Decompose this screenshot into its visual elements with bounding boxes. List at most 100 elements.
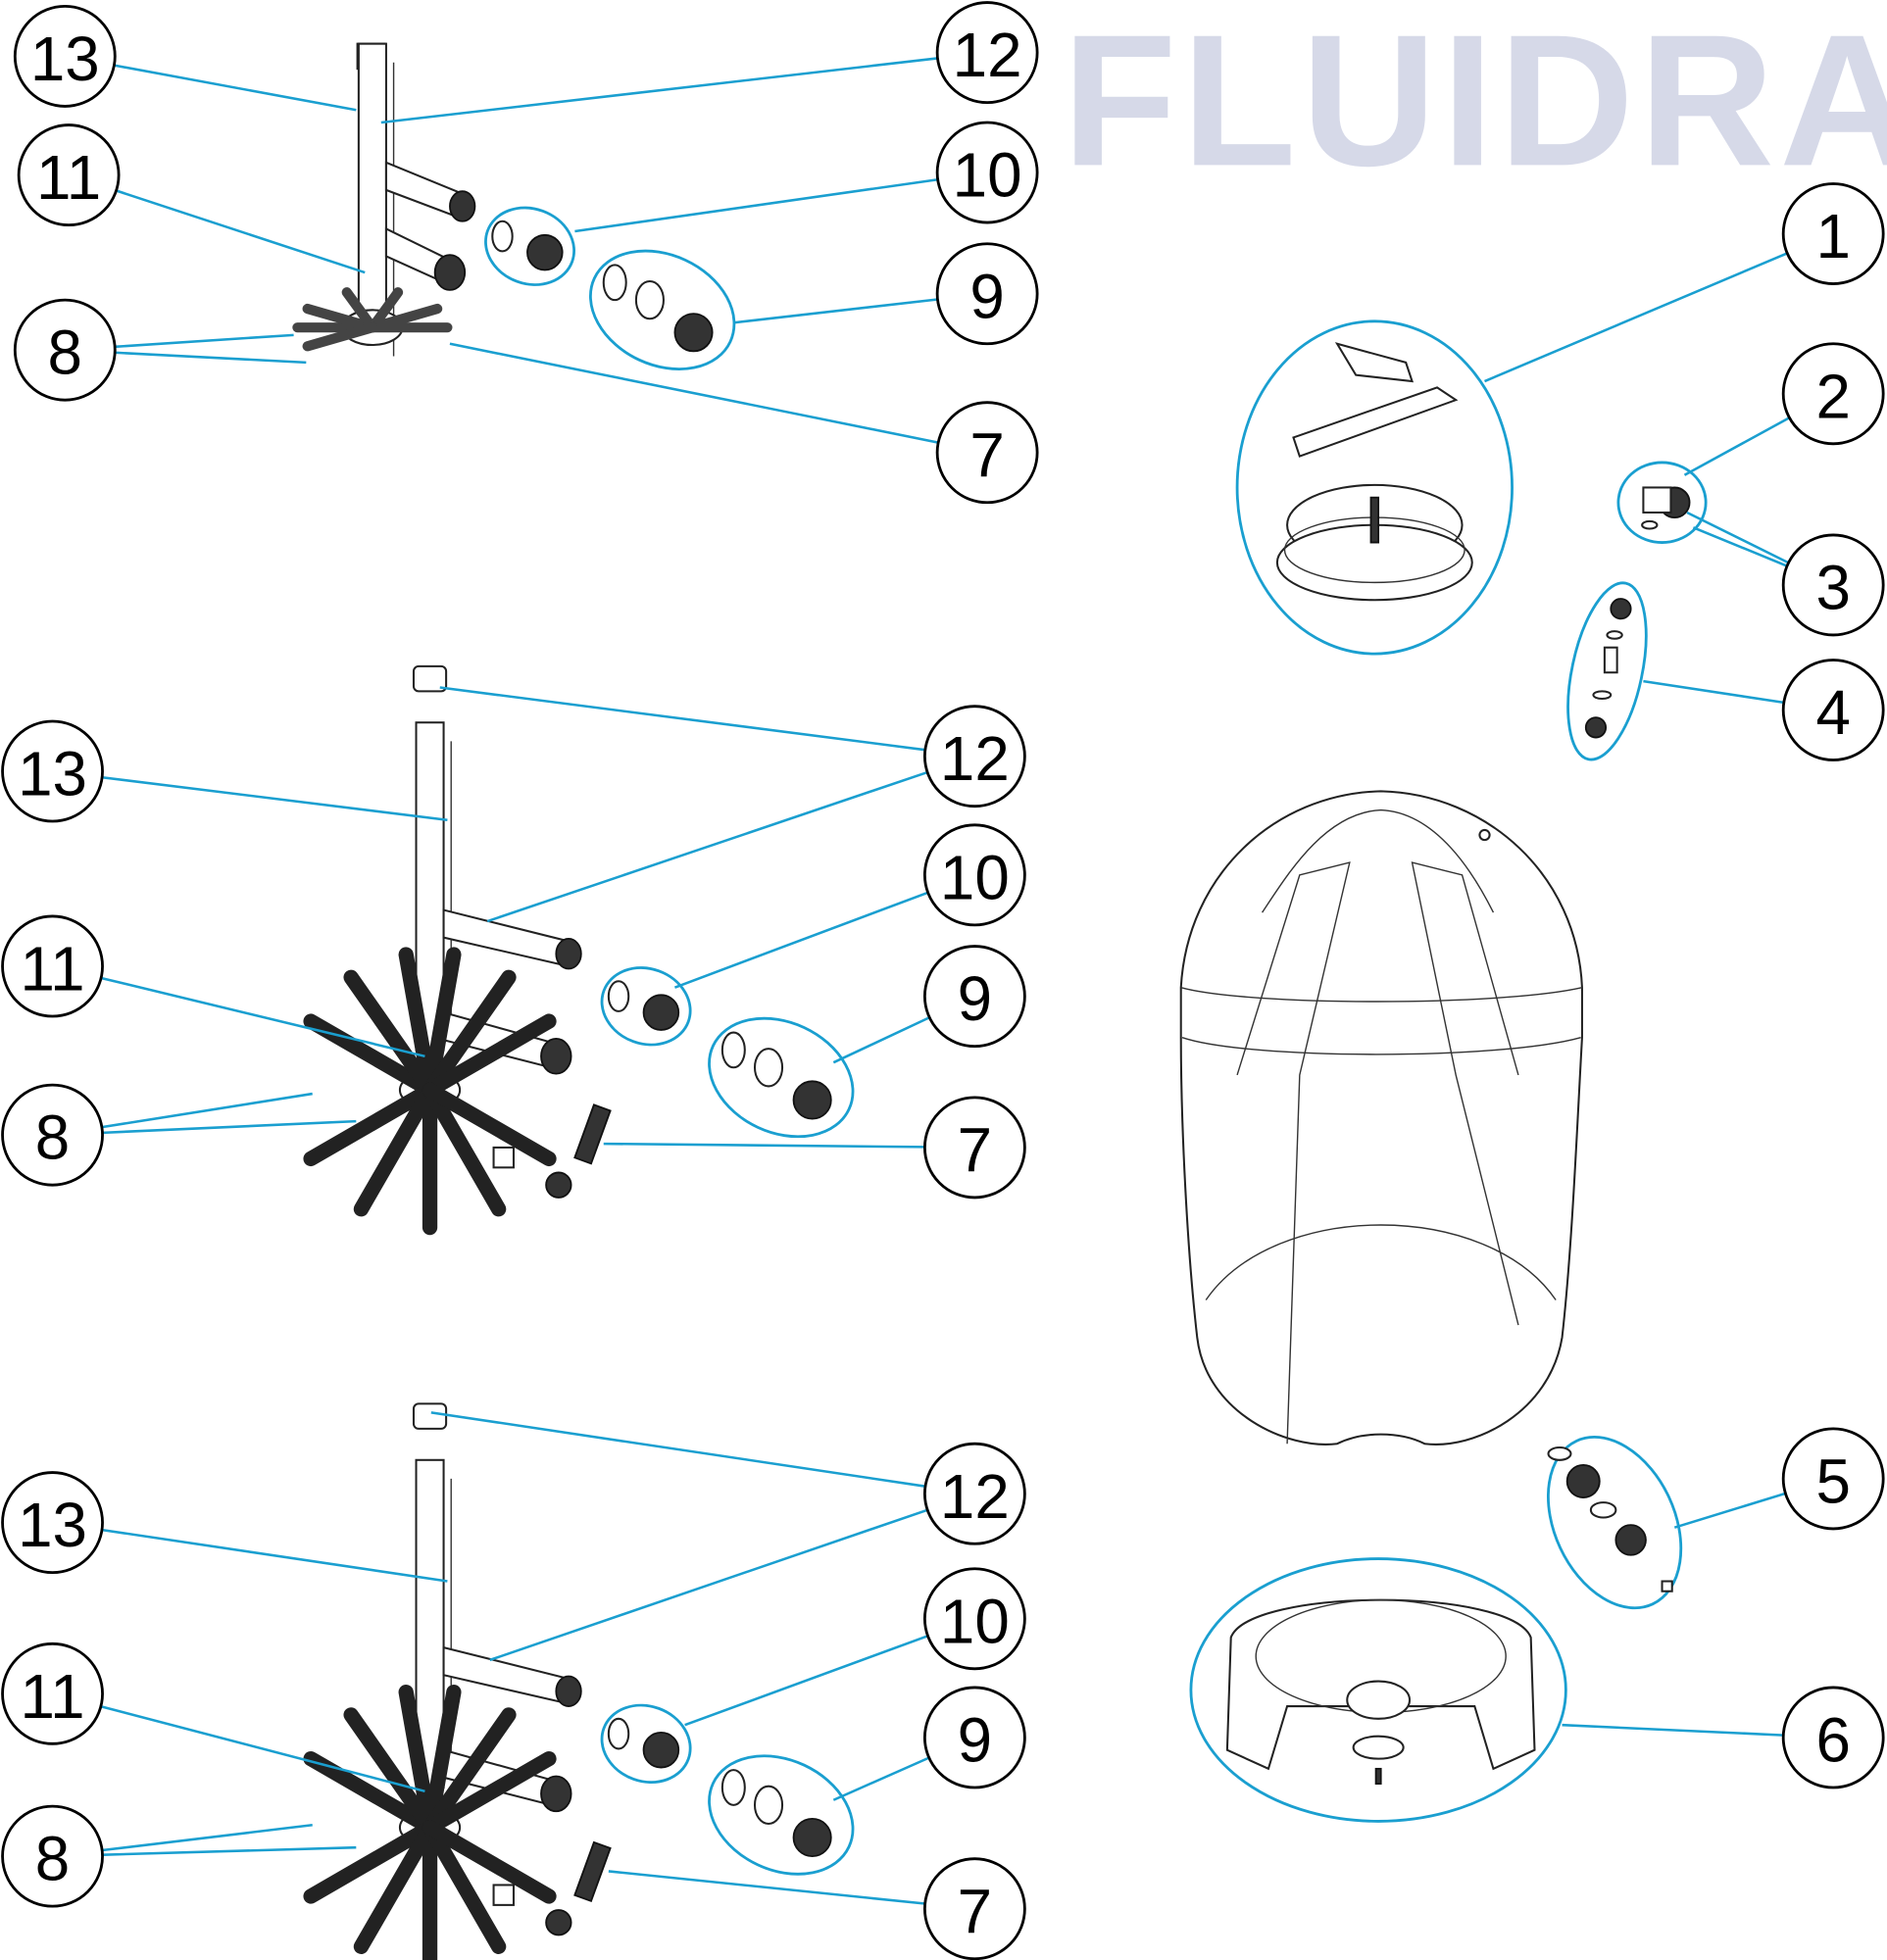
callout-11: 11 (17, 123, 121, 226)
callout-circle (13, 298, 117, 402)
callout-13: 13 (1, 719, 104, 823)
callout-number: 10 (953, 140, 1022, 211)
callout-circle (1, 1642, 104, 1745)
diffuser-assembly-top (292, 42, 736, 371)
callout-11: 11 (1, 914, 104, 1018)
lateral-pipe (422, 947, 462, 1098)
callout-number: 13 (30, 24, 100, 94)
callout-3: 3 (1781, 533, 1885, 637)
lateral-pipe (303, 1750, 438, 1836)
lateral-pipe (303, 1820, 438, 1904)
callout-circle (1781, 1686, 1885, 1789)
callout-number: 7 (969, 419, 1004, 490)
callout-circle (922, 1096, 1026, 1200)
leader-line-8 (102, 1823, 313, 1852)
callout-circle (935, 121, 1039, 224)
callout-number: 8 (35, 1102, 70, 1173)
leader-line-12 (430, 1411, 926, 1488)
callout-number: 7 (958, 1114, 992, 1185)
callout-circle (922, 1686, 1026, 1789)
callout-circle (1781, 533, 1885, 637)
callout-number: 1 (1815, 201, 1850, 271)
callout-circle (935, 401, 1039, 505)
valve-parts (1547, 1436, 1683, 1610)
callout-circle (922, 705, 1026, 808)
callout-circle (1781, 182, 1885, 285)
leader-line-12 (439, 686, 925, 752)
callout-circle (922, 1857, 1026, 1960)
leader-line-10 (574, 177, 938, 233)
callout-number: 9 (969, 261, 1004, 331)
callout-number: 4 (1815, 677, 1850, 748)
leader-line-13 (101, 775, 448, 822)
callout-number: 12 (940, 1461, 1010, 1532)
lateral-pipe (422, 1082, 507, 1217)
leader-line-8 (115, 351, 307, 365)
leader-line-13 (101, 1528, 448, 1583)
callout-10: 10 (935, 121, 1039, 224)
lid-assembly (1235, 319, 1514, 656)
lateral-assembly-bottom (303, 1402, 855, 1960)
callout-number: 2 (1815, 361, 1850, 431)
lateral-pipe (398, 947, 438, 1098)
callout-10: 10 (922, 1567, 1026, 1671)
lateral-pipe (302, 303, 377, 333)
lateral-pipe (353, 1082, 438, 1217)
callout-8: 8 (1, 1083, 104, 1187)
callout-circle (922, 1442, 1026, 1545)
pressure-gauge-parts (1616, 461, 1708, 544)
callout-7: 7 (922, 1857, 1026, 1960)
tank-base (1189, 1557, 1567, 1823)
leader-line-10 (684, 1635, 928, 1727)
callout-circle (17, 123, 121, 226)
leader-line-3 (1692, 526, 1788, 567)
callout-number: 7 (958, 1876, 992, 1946)
callout-circle (1, 719, 104, 823)
callout-circle (1, 1804, 104, 1908)
callout-number: 9 (958, 1705, 992, 1776)
leader-line-13 (114, 64, 357, 112)
callout-12: 12 (935, 1, 1039, 104)
callout-number: 11 (20, 1661, 84, 1732)
lateral-pipe (422, 1750, 557, 1836)
leader-line-7 (449, 342, 939, 444)
leader-line-11 (116, 189, 366, 274)
callout-number: 10 (940, 842, 1010, 912)
callout-number: 11 (36, 142, 101, 213)
callout-circle (922, 823, 1026, 927)
leader-line-7 (608, 1870, 925, 1905)
lateral-pipe (353, 1820, 438, 1954)
callout-7: 7 (922, 1096, 1026, 1200)
callout-9: 9 (922, 945, 1026, 1049)
leader-line-12 (489, 1508, 928, 1662)
lateral-pipe (422, 1082, 557, 1167)
leader-line-8 (115, 333, 294, 349)
callout-circle (1, 1083, 104, 1187)
lateral-pipe (303, 1082, 438, 1167)
callout-number: 13 (18, 1490, 87, 1560)
lateral-assembly-middle (303, 664, 855, 1236)
callout-number: 5 (1815, 1446, 1850, 1516)
lateral-pipe (422, 1684, 462, 1836)
callout-9: 9 (922, 1686, 1026, 1789)
callout-9: 9 (935, 242, 1039, 346)
callout-12: 12 (922, 705, 1026, 808)
lateral-pipe (422, 1820, 557, 1904)
callout-number: 12 (940, 723, 1010, 794)
callout-circle (922, 945, 1026, 1049)
leader-line-9 (832, 1756, 930, 1801)
leader-line-1 (1484, 252, 1788, 383)
lateral-pipe (341, 287, 377, 333)
leader-line-9 (832, 1016, 930, 1064)
callout-1: 1 (1781, 182, 1885, 285)
leader-line-12 (486, 770, 928, 923)
lateral-pipe (422, 1707, 517, 1836)
leader-line-11 (100, 976, 425, 1058)
lateral-pipe (302, 322, 377, 352)
leader-line-10 (673, 891, 929, 989)
callout-5: 5 (1781, 1427, 1885, 1531)
callout-2: 2 (1781, 342, 1885, 446)
leader-line-9 (734, 298, 938, 324)
callout-number: 3 (1815, 552, 1850, 622)
